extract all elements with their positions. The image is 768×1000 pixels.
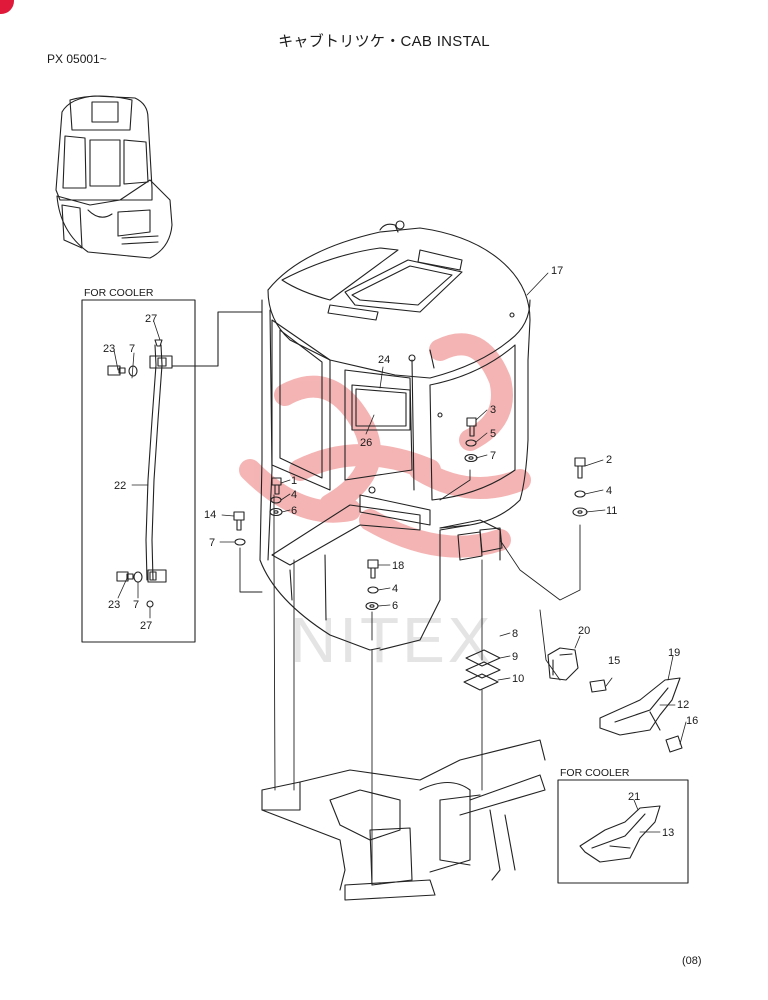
callout-7-cab: 7 bbox=[490, 450, 496, 462]
callout-17: 17 bbox=[551, 265, 563, 277]
machine-frame bbox=[261, 739, 546, 901]
right-cooler-box bbox=[557, 779, 689, 884]
callout-9: 9 bbox=[512, 651, 518, 663]
callout-4-right: 4 bbox=[606, 485, 612, 497]
callout-4-left: 4 bbox=[291, 489, 297, 501]
callout-11: 11 bbox=[606, 505, 617, 517]
page-number: (08) bbox=[682, 955, 702, 967]
callout-7-box-bottom: 7 bbox=[133, 599, 139, 611]
callout-2: 2 bbox=[606, 454, 612, 466]
watermark-text: NITEX bbox=[290, 604, 493, 676]
callout-10: 10 bbox=[512, 673, 524, 685]
serial-range: PX 05001~ bbox=[47, 52, 107, 66]
hardware-parts bbox=[233, 417, 683, 753]
callout-numbers: 17 24 26 3 5 7 2 4 11 1 4 6 14 7 18 4 6 … bbox=[103, 265, 698, 839]
machine-thumbnail bbox=[55, 95, 173, 259]
left-cooler-box bbox=[81, 299, 263, 643]
callout-12: 12 bbox=[677, 699, 689, 711]
leader-lines bbox=[239, 469, 581, 881]
callout-23-bottom: 23 bbox=[108, 599, 120, 611]
callout-1: 1 bbox=[291, 475, 297, 487]
callout-8: 8 bbox=[512, 628, 518, 640]
callout-3: 3 bbox=[490, 404, 496, 416]
callout-7-box-top: 7 bbox=[129, 343, 135, 355]
callout-19: 19 bbox=[668, 647, 680, 659]
callout-23-top: 23 bbox=[103, 343, 115, 355]
callout-leaders bbox=[113, 272, 687, 833]
callout-6-left: 6 bbox=[291, 505, 297, 517]
callout-15: 15 bbox=[608, 655, 620, 667]
callout-14: 14 bbox=[204, 509, 216, 521]
right-box-label: FOR COOLER bbox=[560, 767, 630, 779]
left-box-label: FOR COOLER bbox=[84, 287, 154, 299]
callout-5: 5 bbox=[490, 428, 496, 440]
callout-26: 26 bbox=[360, 437, 372, 449]
cab-body bbox=[259, 220, 531, 651]
callout-4-mid: 4 bbox=[392, 583, 398, 595]
callout-27-top: 27 bbox=[145, 313, 157, 325]
callout-22: 22 bbox=[114, 480, 126, 492]
callout-27-bottom: 27 bbox=[140, 620, 152, 632]
callout-16: 16 bbox=[686, 715, 698, 727]
callout-21: 21 bbox=[628, 791, 640, 803]
callout-6-mid: 6 bbox=[392, 600, 398, 612]
watermark-stamp bbox=[239, 333, 531, 558]
callout-13: 13 bbox=[662, 827, 674, 839]
callout-18: 18 bbox=[392, 560, 404, 572]
callout-7-left: 7 bbox=[209, 537, 215, 549]
callout-24: 24 bbox=[378, 354, 390, 366]
page-title: キャブトリツケ・CAB INSTAL bbox=[278, 33, 490, 50]
callout-20: 20 bbox=[578, 625, 590, 637]
